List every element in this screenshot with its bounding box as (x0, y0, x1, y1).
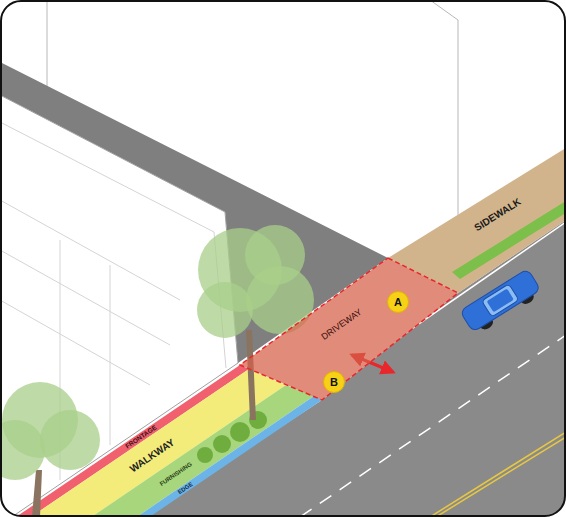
center-line (436, 437, 565, 516)
shrubs (197, 411, 267, 463)
driveway-area: DRIVEWAYAB (236, 256, 462, 404)
tree (197, 225, 314, 420)
car (460, 269, 544, 337)
callout-number: A (387, 291, 409, 313)
driveway-shape (240, 258, 458, 400)
callout-letter: A (394, 296, 402, 308)
edge-band (56, 396, 322, 516)
driveway-outline (236, 256, 462, 404)
sidewalk-band (388, 148, 565, 293)
callout-letter: B (330, 376, 338, 388)
tree (1, 382, 100, 516)
callout-number: B (323, 371, 345, 393)
center-line (430, 432, 565, 516)
